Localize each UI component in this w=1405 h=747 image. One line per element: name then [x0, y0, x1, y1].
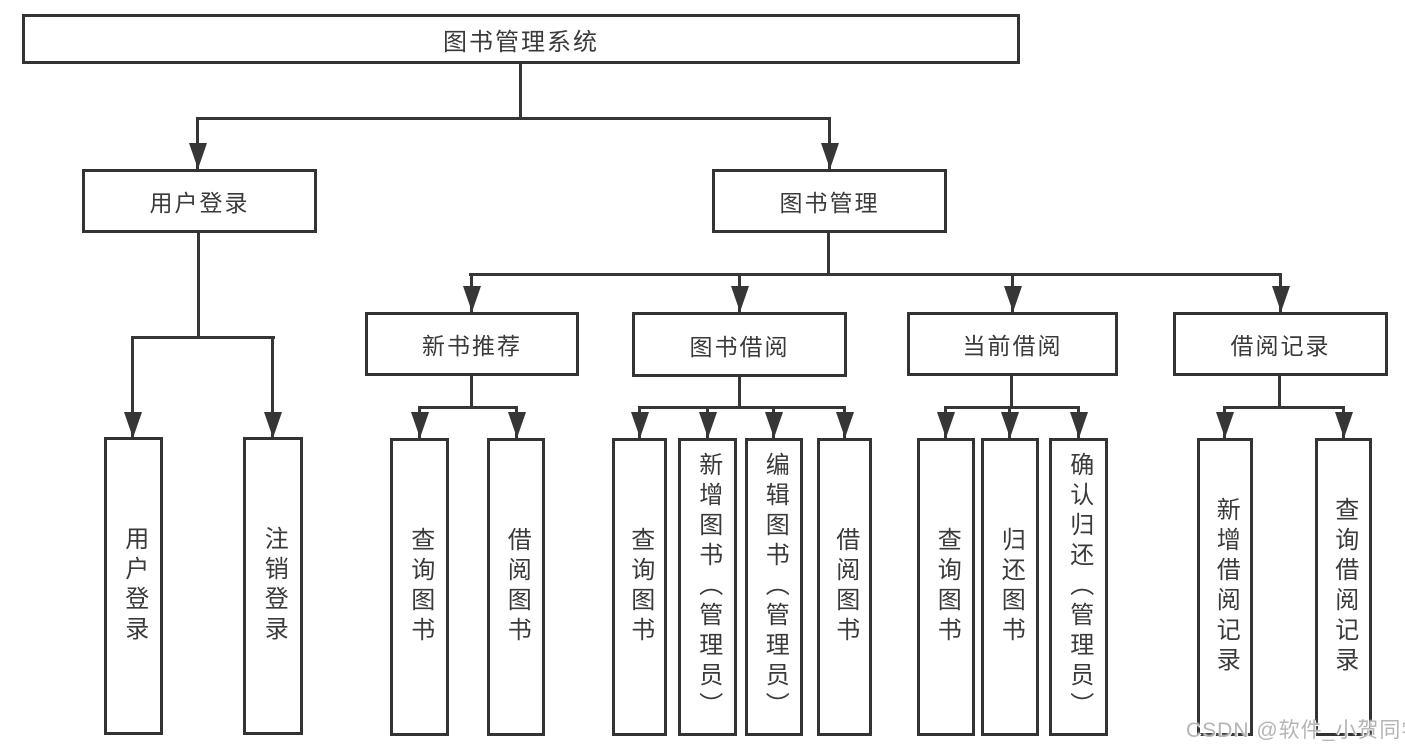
- node-current-borrow: 当前借阅: [907, 312, 1118, 376]
- node-borrow-records-label: 借阅记录: [1230, 333, 1331, 359]
- leaf-cb-confirm-return-label: 确认归还（管理员）: [1065, 452, 1093, 722]
- edge-user-login-trunk: [197, 233, 200, 336]
- arrow-to-leaf-logout: [271, 336, 274, 438]
- leaf-cb-confirm-return: 确认归还（管理员）: [1049, 438, 1108, 736]
- node-user-login: 用户登录: [82, 169, 317, 233]
- edge-book-management-trunk: [827, 233, 830, 276]
- leaf-bb-query-book-label: 查询图书: [626, 527, 654, 647]
- node-book-management: 图书管理: [712, 169, 947, 233]
- node-borrow-records: 借阅记录: [1173, 312, 1388, 376]
- leaf-user-login: 用户登录: [104, 437, 163, 735]
- arrow-to-current-borrow: [1011, 273, 1014, 312]
- leaf-br-add-record-label: 新增借阅记录: [1212, 497, 1240, 677]
- arrow-br-add-record: [1223, 406, 1226, 438]
- node-book-management-label: 图书管理: [779, 190, 880, 216]
- leaf-cb-return-book: 归还图书: [981, 438, 1039, 736]
- leaf-br-add-record: 新增借阅记录: [1197, 438, 1253, 736]
- arrow-bb-add-book: [706, 406, 709, 438]
- csdn-watermark: CSDN @软件_小贺同学: [1186, 719, 1405, 742]
- leaf-br-query-record-label: 查询借阅记录: [1330, 497, 1358, 677]
- leaf-nbr-query-book: 查询图书: [390, 438, 449, 736]
- leaf-bb-edit-book: 编辑图书（管理员）: [745, 438, 803, 736]
- arrow-nbr-borrow-book: [515, 406, 518, 438]
- edge-current-borrow-hbar: [944, 406, 1079, 409]
- leaf-cb-query-book: 查询图书: [917, 438, 975, 736]
- edge-root-hbar: [196, 117, 831, 120]
- leaf-bb-borrow-book: 借阅图书: [817, 438, 872, 736]
- arrow-br-query-record: [1342, 406, 1345, 438]
- node-new-book-recommend: 新书推荐: [365, 312, 579, 376]
- arrow-to-user-login: [196, 117, 199, 169]
- node-root: 图书管理系统: [22, 14, 1020, 64]
- arrow-nbr-query-book: [418, 406, 421, 438]
- node-current-borrow-label: 当前借阅: [962, 333, 1063, 359]
- arrow-to-book-management: [828, 117, 831, 169]
- arrow-cb-return-book: [1008, 406, 1011, 438]
- edge-root-trunk: [519, 64, 522, 120]
- node-user-login-label: 用户登录: [149, 190, 250, 216]
- leaf-logout: 注销登录: [243, 437, 303, 735]
- leaf-nbr-query-book-label: 查询图书: [406, 527, 434, 647]
- leaf-logout-label: 注销登录: [260, 526, 288, 646]
- leaf-bb-add-book-label: 新增图书（管理员）: [694, 452, 722, 722]
- arrow-bb-edit-book: [772, 406, 775, 438]
- edge-current-borrow-trunk: [1010, 376, 1013, 409]
- edge-borrow-records-trunk: [1278, 376, 1281, 409]
- node-new-book-recommend-label: 新书推荐: [422, 333, 522, 359]
- edge-new-book-recommend-trunk: [470, 376, 473, 409]
- leaf-nbr-borrow-book: 借阅图书: [487, 438, 545, 736]
- arrow-to-leaf-user-login: [131, 336, 134, 438]
- edge-borrow-records-hbar: [1223, 406, 1345, 409]
- edge-book-management-hbar: [469, 273, 1281, 276]
- leaf-cb-return-book-label: 归还图书: [997, 527, 1025, 647]
- leaf-br-query-record: 查询借阅记录: [1315, 438, 1372, 736]
- edge-book-borrow-hbar: [638, 406, 845, 409]
- leaf-bb-add-book: 新增图书（管理员）: [678, 438, 737, 736]
- arrow-cb-query-book: [944, 406, 947, 438]
- node-book-borrow: 图书借阅: [632, 312, 847, 377]
- node-root-label: 图书管理系统: [443, 28, 599, 56]
- arrow-to-borrow-records: [1279, 273, 1282, 312]
- arrow-cb-confirm-return: [1077, 406, 1080, 438]
- leaf-bb-edit-book-label: 编辑图书（管理员）: [761, 452, 789, 722]
- arrow-to-new-book-recommend: [470, 273, 473, 312]
- arrow-to-book-borrow: [738, 273, 741, 312]
- edge-book-borrow-trunk: [738, 377, 741, 409]
- arrow-bb-query-book: [638, 406, 641, 438]
- arrow-bb-borrow-book: [843, 406, 846, 438]
- leaf-cb-query-book-label: 查询图书: [933, 527, 961, 647]
- leaf-user-login-label: 用户登录: [120, 526, 148, 646]
- edge-user-login-hbar: [131, 336, 275, 339]
- leaf-nbr-borrow-book-label: 借阅图书: [503, 527, 531, 647]
- node-book-borrow-label: 图书借阅: [689, 333, 790, 360]
- leaf-bb-query-book: 查询图书: [612, 438, 667, 736]
- leaf-bb-borrow-book-label: 借阅图书: [831, 527, 859, 647]
- edge-new-book-recommend-hbar: [418, 406, 518, 409]
